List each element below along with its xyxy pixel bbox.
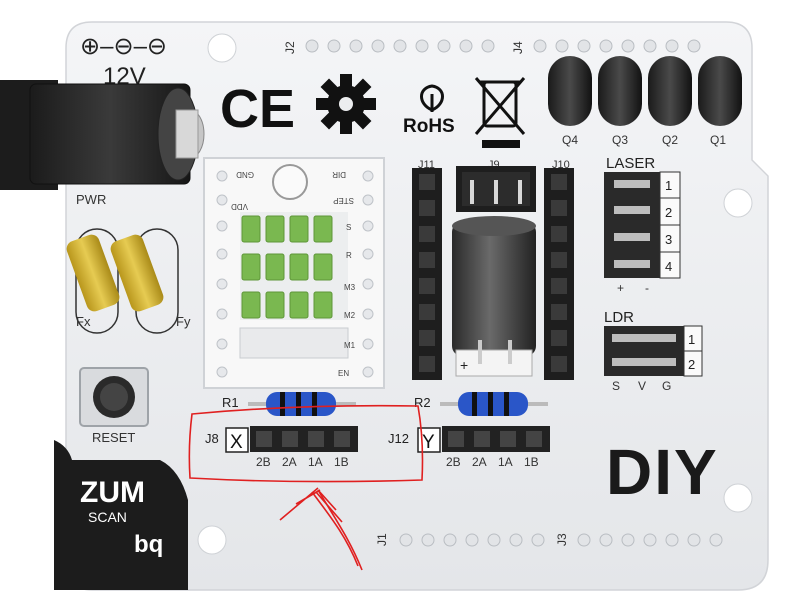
mount-hole — [723, 483, 753, 513]
transistor-q2 — [648, 56, 692, 126]
j8-pin-label: 1B — [334, 455, 349, 469]
fuse-fy — [110, 234, 164, 312]
weee-bin-icon — [474, 77, 526, 148]
annotation-highlight-box — [188, 404, 424, 483]
header-j8 — [250, 426, 358, 452]
header-j12 — [442, 426, 550, 452]
electrolytic-capacitor — [452, 216, 536, 377]
j8-pin-label: 2B — [256, 455, 271, 469]
brand-logo: bq — [134, 531, 163, 558]
driver-label-m2: M2 — [344, 311, 356, 320]
capacitor-plus: + — [460, 357, 468, 373]
brand-corner — [54, 440, 188, 590]
ldr-sign: V — [638, 379, 646, 393]
axis-x-label: X — [230, 432, 243, 453]
driver-label-dir: DIR — [332, 170, 346, 179]
pwr-label: PWR — [76, 192, 106, 207]
diy-logo: DIY — [606, 436, 719, 508]
transistor-label: Q3 — [612, 133, 628, 147]
resistor-r1-label: R1 — [222, 395, 239, 410]
j12-label: J12 — [388, 431, 409, 446]
laser-pin-label: 2 — [665, 205, 672, 220]
transistor-q4 — [548, 56, 592, 126]
transistor-label: Q2 — [662, 133, 678, 147]
brand-main: ZUM — [80, 476, 145, 509]
laser-sign: + — [617, 281, 624, 295]
brand-sub: SCAN — [88, 509, 127, 525]
ce-mark: CE — [220, 79, 295, 139]
ldr-pin-label: 2 — [688, 357, 695, 372]
ldr-header — [604, 325, 703, 377]
driver-label-m1: M1 — [344, 341, 356, 350]
header-j4-label: J4 — [511, 41, 525, 54]
driver-label-step: STEP — [333, 196, 354, 205]
ldr-sign: G — [662, 379, 671, 393]
laser-header — [604, 171, 681, 279]
laser-pin-label: 1 — [665, 178, 672, 193]
driver-label-m3: M3 — [344, 283, 356, 292]
driver-label-en: EN — [338, 369, 349, 378]
driver-label-vdd: VDD — [231, 202, 248, 211]
laser-pin-label: 4 — [665, 259, 672, 274]
j8-pin-label: 1A — [308, 455, 323, 469]
axis-y-label: Y — [422, 432, 435, 453]
ldr-title: LDR — [604, 309, 634, 326]
mount-hole — [197, 525, 227, 555]
resistor-r1 — [248, 392, 356, 416]
transistor-q3 — [598, 56, 642, 126]
fuse-fx-label: Fx — [76, 314, 91, 329]
leaf-icon — [420, 84, 444, 112]
driver-label-s: S — [346, 223, 351, 232]
reset-label: RESET — [92, 430, 135, 445]
stepper-driver-module — [203, 157, 385, 389]
j12-pin-label: 1A — [498, 455, 513, 469]
heatsink — [241, 215, 333, 319]
j12-pin-label: 2A — [472, 455, 487, 469]
rohs-label: RoHS — [403, 116, 455, 137]
laser-sign: - — [645, 281, 649, 295]
top-header-pads — [305, 39, 701, 53]
j12-pin-label: 1B — [524, 455, 539, 469]
header-j9 — [456, 166, 536, 212]
annotation-arrow — [279, 487, 363, 571]
transistor-q1 — [698, 56, 742, 126]
transistor-label: Q1 — [710, 133, 726, 147]
j8-pin-label: 2A — [282, 455, 297, 469]
axis-x-box — [225, 427, 249, 453]
resistor-r2-label: R2 — [414, 395, 431, 410]
fuse-fx — [66, 234, 120, 312]
transistor-label: Q4 — [562, 133, 578, 147]
bottom-header-pads — [399, 533, 723, 547]
fuse-fy-label: Fy — [176, 314, 191, 329]
mount-hole — [723, 188, 753, 218]
j8-label: J8 — [205, 431, 219, 446]
header-j3-label: J3 — [555, 533, 569, 546]
header-j2-label: J2 — [283, 41, 297, 54]
reset-button[interactable] — [79, 367, 149, 427]
ldr-pin-label: 1 — [688, 332, 695, 347]
resistor-r2 — [440, 392, 548, 416]
header-j10 — [544, 168, 574, 380]
driver-label-r: R — [346, 251, 352, 260]
trimmer-potentiometer — [272, 164, 308, 200]
ldr-sign: S — [612, 379, 620, 393]
mount-hole — [207, 33, 237, 63]
header-j11 — [412, 168, 442, 380]
header-j1-label: J1 — [375, 533, 389, 546]
laser-title: LASER — [606, 155, 655, 172]
open-hardware-gear-icon — [316, 74, 376, 134]
laser-pin-label: 3 — [665, 232, 672, 247]
driver-label-gnd: GND — [236, 170, 254, 179]
j12-pin-label: 2B — [446, 455, 461, 469]
axis-y-box — [417, 427, 441, 453]
polarity-symbol: ⊕–⊖–⊖ — [80, 33, 167, 60]
dc-power-jack — [0, 80, 205, 190]
connector-j9-label: J9 — [488, 159, 500, 171]
